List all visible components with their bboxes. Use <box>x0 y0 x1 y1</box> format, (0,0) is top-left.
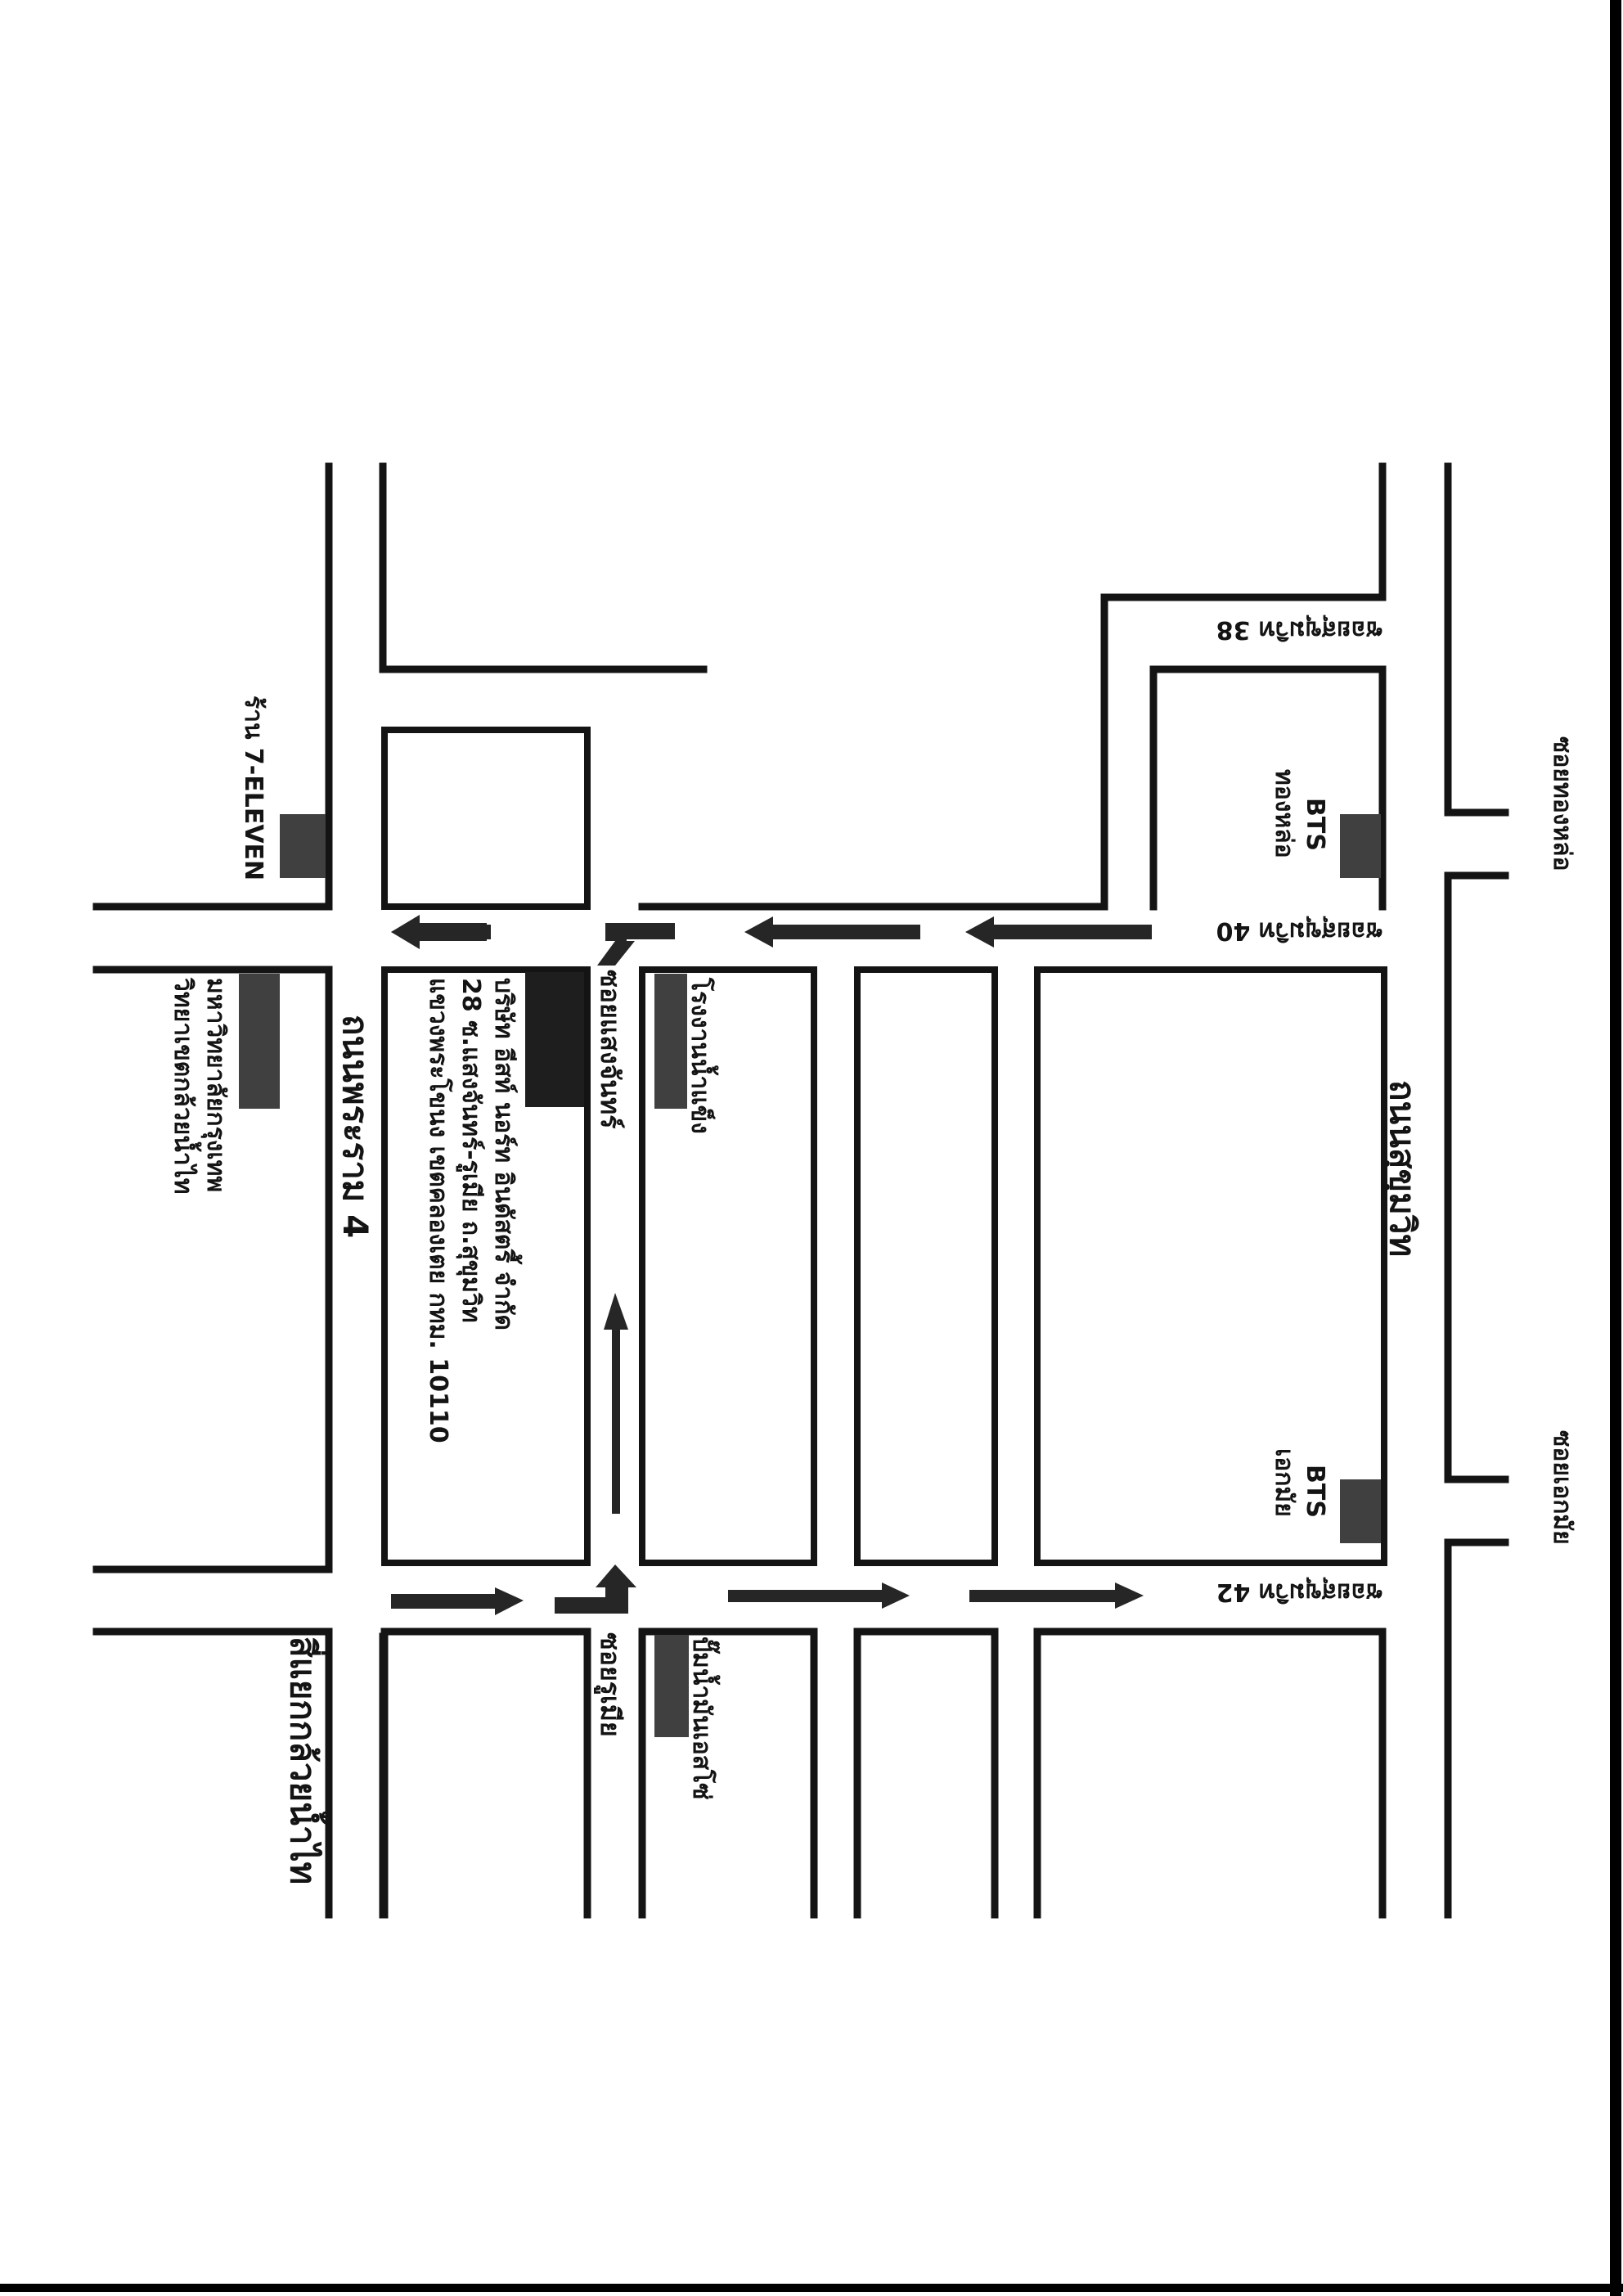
label-company-line2: 28 ซ.แสงจันทร์-รูเมีย ถ.สุขุมวิท <box>456 978 485 1323</box>
label-company-line1: บริษัท อีสท์ นอร์ท อินดัสตรี้ จำกัด <box>489 978 523 1330</box>
label-bts-thonglor-2: ทองหล่อ <box>1270 769 1298 858</box>
label-gas-station: ปั๊มน้ำมันเอสโซ่ <box>687 1636 721 1800</box>
soi-sang-chan-road <box>638 665 1387 911</box>
arrow-soi42-right-3 <box>969 1582 1144 1609</box>
block-upper-left <box>381 727 591 910</box>
block-middle-3 <box>1034 966 1387 1566</box>
label-kluaynamthai-junction: สี่แยกกล้วยน้ำไท <box>283 1636 329 1884</box>
bottom-blocks <box>380 1627 1387 1919</box>
label-bts-ekkamai-1: BTS <box>1301 1465 1329 1518</box>
label-university-2: วิทยาเขตกล้วยน้ำไท <box>169 977 202 1195</box>
label-seven-eleven: ร้าน 7-ELEVEN <box>239 696 268 880</box>
cross-roads-left <box>92 903 333 1636</box>
label-soi-sang-chan: ซอยแสงจันทร์ <box>595 970 626 1128</box>
label-soi-40: ซอยสุขุมวิท 40 <box>1216 916 1382 945</box>
block-middle-2 <box>854 966 998 1566</box>
seven-eleven-marker <box>280 814 326 878</box>
label-soi-42: ซอยสุขุมวิท 42 <box>1216 1577 1382 1606</box>
arrow-ruam-mit-turn <box>555 1564 636 1614</box>
arrow-soi42-right-1 <box>391 1587 524 1615</box>
arrow-soi40-left-rama4 <box>391 915 491 949</box>
university-marker <box>239 974 280 1109</box>
block-company <box>381 966 591 1566</box>
label-company-line3: แขวงพระโขนง เขตคลองเตย กทม. 10110 <box>424 978 454 1443</box>
label-rama4: ถนนพระราม 4 <box>335 1015 375 1238</box>
label-ice-factory: โรงงานน้ำแข็ง <box>686 977 719 1134</box>
arrow-sang-chan-up <box>604 1293 628 1514</box>
company-marker <box>525 972 584 1107</box>
label-bts-thonglor-1: BTS <box>1301 798 1329 851</box>
arrow-soi40-left-2 <box>744 916 920 948</box>
block-ice-factory <box>639 966 817 1566</box>
label-soi-38: ซอยสุขุมวิท 38 <box>1216 615 1382 644</box>
label-soi-thonglor: ซอยทองหล่อ <box>1548 736 1576 871</box>
sukhumvit-road <box>1444 462 1509 1919</box>
arrow-soi40-left-3 <box>965 916 1152 948</box>
label-bts-ekkamai-2: เอกมัย <box>1270 1448 1298 1517</box>
label-university-1: มหาวิทยาลัยกรุงเทพ <box>200 978 230 1192</box>
arrow-soi42-right-2 <box>728 1582 910 1609</box>
soi-38-road <box>379 462 1387 911</box>
label-soi-ruam-mit: ซอยรูเมีย <box>593 1632 626 1737</box>
label-soi-ekkamai: ซอยเอกมัย <box>1548 1430 1576 1545</box>
label-sukhumvit: ถนนสุขุมวิท <box>1381 1080 1423 1257</box>
ice-factory-marker <box>654 974 687 1109</box>
arrow-sang-chan-turn <box>597 923 675 966</box>
gas-station-marker <box>654 1635 689 1737</box>
bts-thonglor-marker <box>1340 814 1381 878</box>
bts-ekkamai-marker <box>1340 1479 1381 1543</box>
